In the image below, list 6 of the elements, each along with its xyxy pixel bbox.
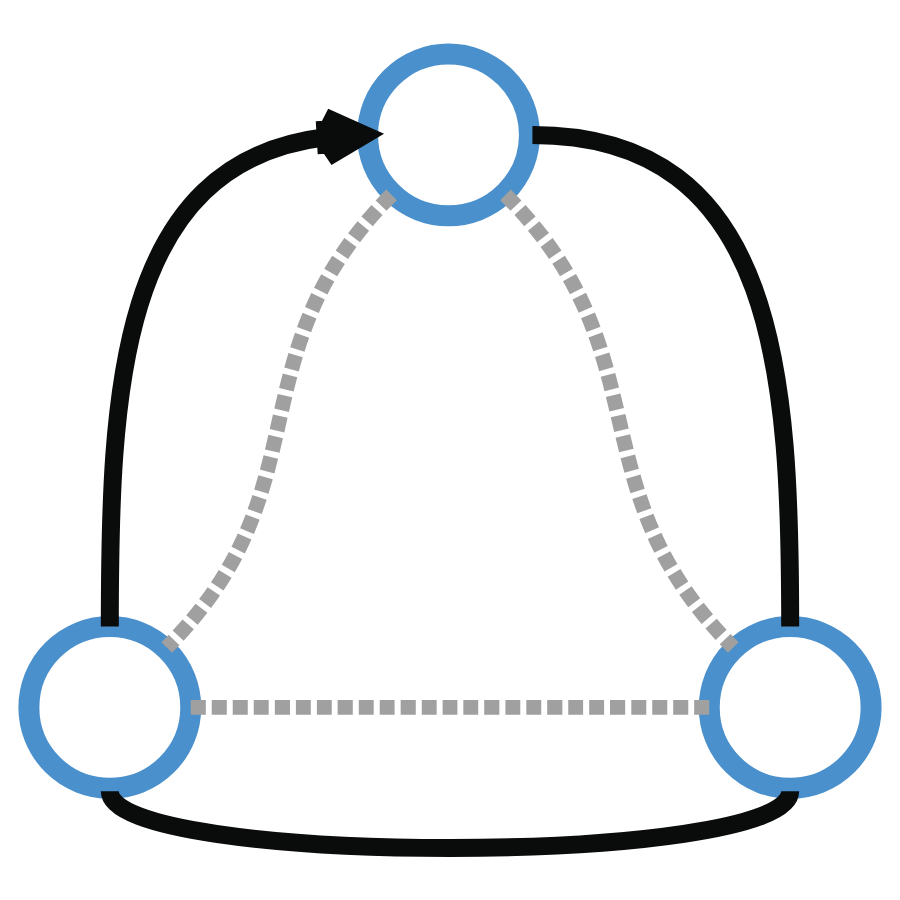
node-circle	[698, 614, 882, 798]
node-circle	[357, 42, 540, 226]
node-circle	[18, 614, 202, 798]
connector	[531, 124, 800, 626]
connector	[190, 698, 710, 714]
connector	[499, 188, 739, 652]
